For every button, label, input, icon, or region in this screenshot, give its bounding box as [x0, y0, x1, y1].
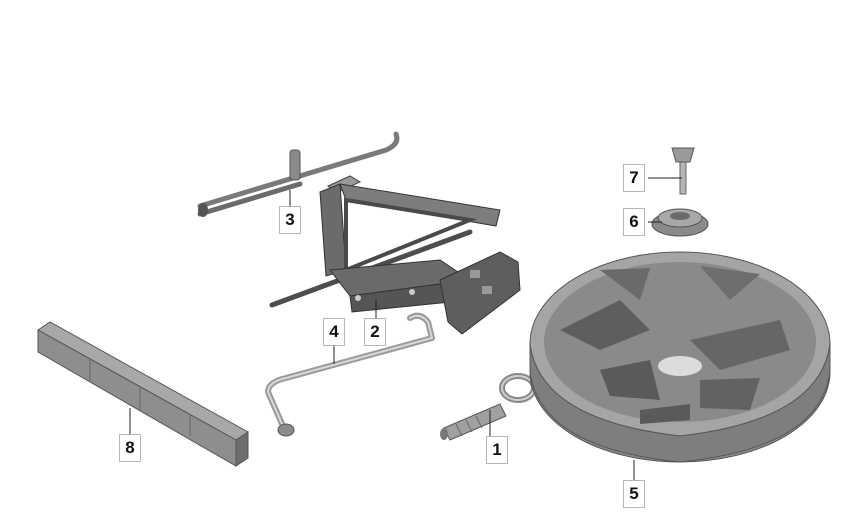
- callout-part-1: 1: [486, 436, 508, 464]
- callout-part-8: 8: [119, 434, 141, 462]
- part-1-towing-eye: [440, 373, 537, 441]
- part-2-scissor-jack: [269, 175, 521, 335]
- callout-part-5: 5: [623, 480, 645, 508]
- part-5-tool-tray: [529, 251, 831, 463]
- part-6-retaining-cap: [651, 208, 709, 237]
- part-7-wing-bolt: [671, 147, 695, 195]
- callout-part-2: 2: [364, 318, 386, 346]
- part-3-crank-handle: [197, 131, 400, 217]
- callout-part-3: 3: [279, 206, 301, 234]
- part-8-foam-block: [37, 321, 249, 467]
- leader-lines: [129, 177, 682, 480]
- callout-part-7: 7: [623, 164, 645, 192]
- part-4-wheel-wrench: [265, 312, 435, 437]
- callout-part-4: 4: [323, 318, 345, 346]
- callout-part-6: 6: [623, 208, 645, 236]
